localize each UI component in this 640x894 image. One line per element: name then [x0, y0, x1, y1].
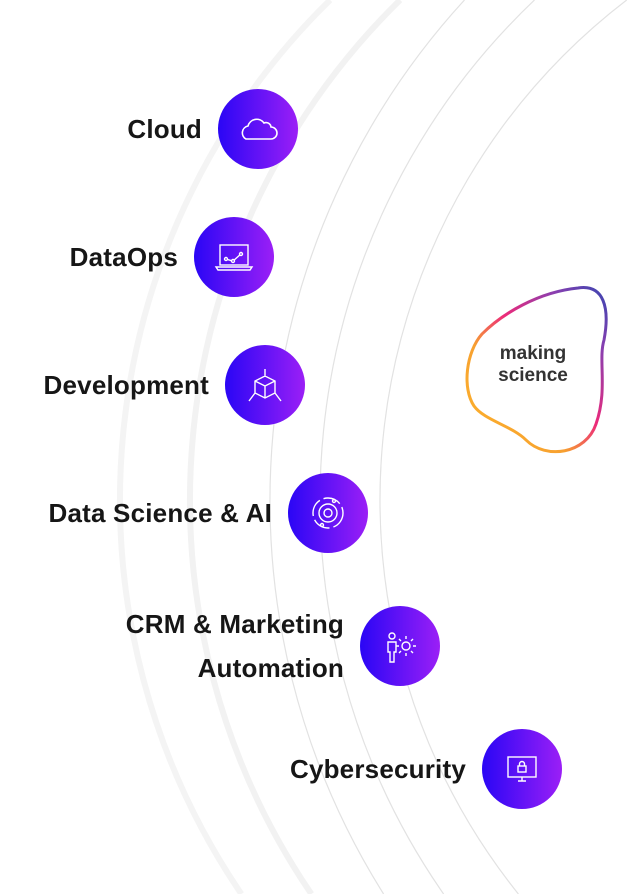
service-label: Cybersecurity [289, 754, 466, 784]
service-label: Cloud [127, 114, 202, 144]
service-label: DataOps [69, 242, 178, 272]
service-data-science-ai[interactable]: Data Science & AI [48, 473, 368, 553]
monitor-lock-icon [482, 729, 562, 809]
service-cloud[interactable]: Cloud [127, 89, 298, 169]
service-dataops[interactable]: DataOps [70, 217, 274, 297]
cube-icon [225, 345, 305, 425]
laptop-chart-icon [194, 217, 274, 297]
person-gear-icon [360, 606, 440, 686]
making-science-logo: making science [490, 343, 576, 387]
service-label: Data Science & AI [48, 498, 272, 528]
service-label: Development [43, 370, 209, 400]
label-line: CRM & Marketing [125, 609, 344, 639]
cloud-icon [218, 89, 298, 169]
service-development[interactable]: Development [44, 345, 305, 425]
target-orbit-icon [288, 473, 368, 553]
logo-line: making [499, 343, 567, 364]
label-line: Automation [197, 653, 344, 683]
logo-line: science [498, 365, 568, 386]
service-cybersecurity[interactable]: Cybersecurity [290, 729, 562, 809]
making-science-logo-blob [465, 286, 608, 454]
